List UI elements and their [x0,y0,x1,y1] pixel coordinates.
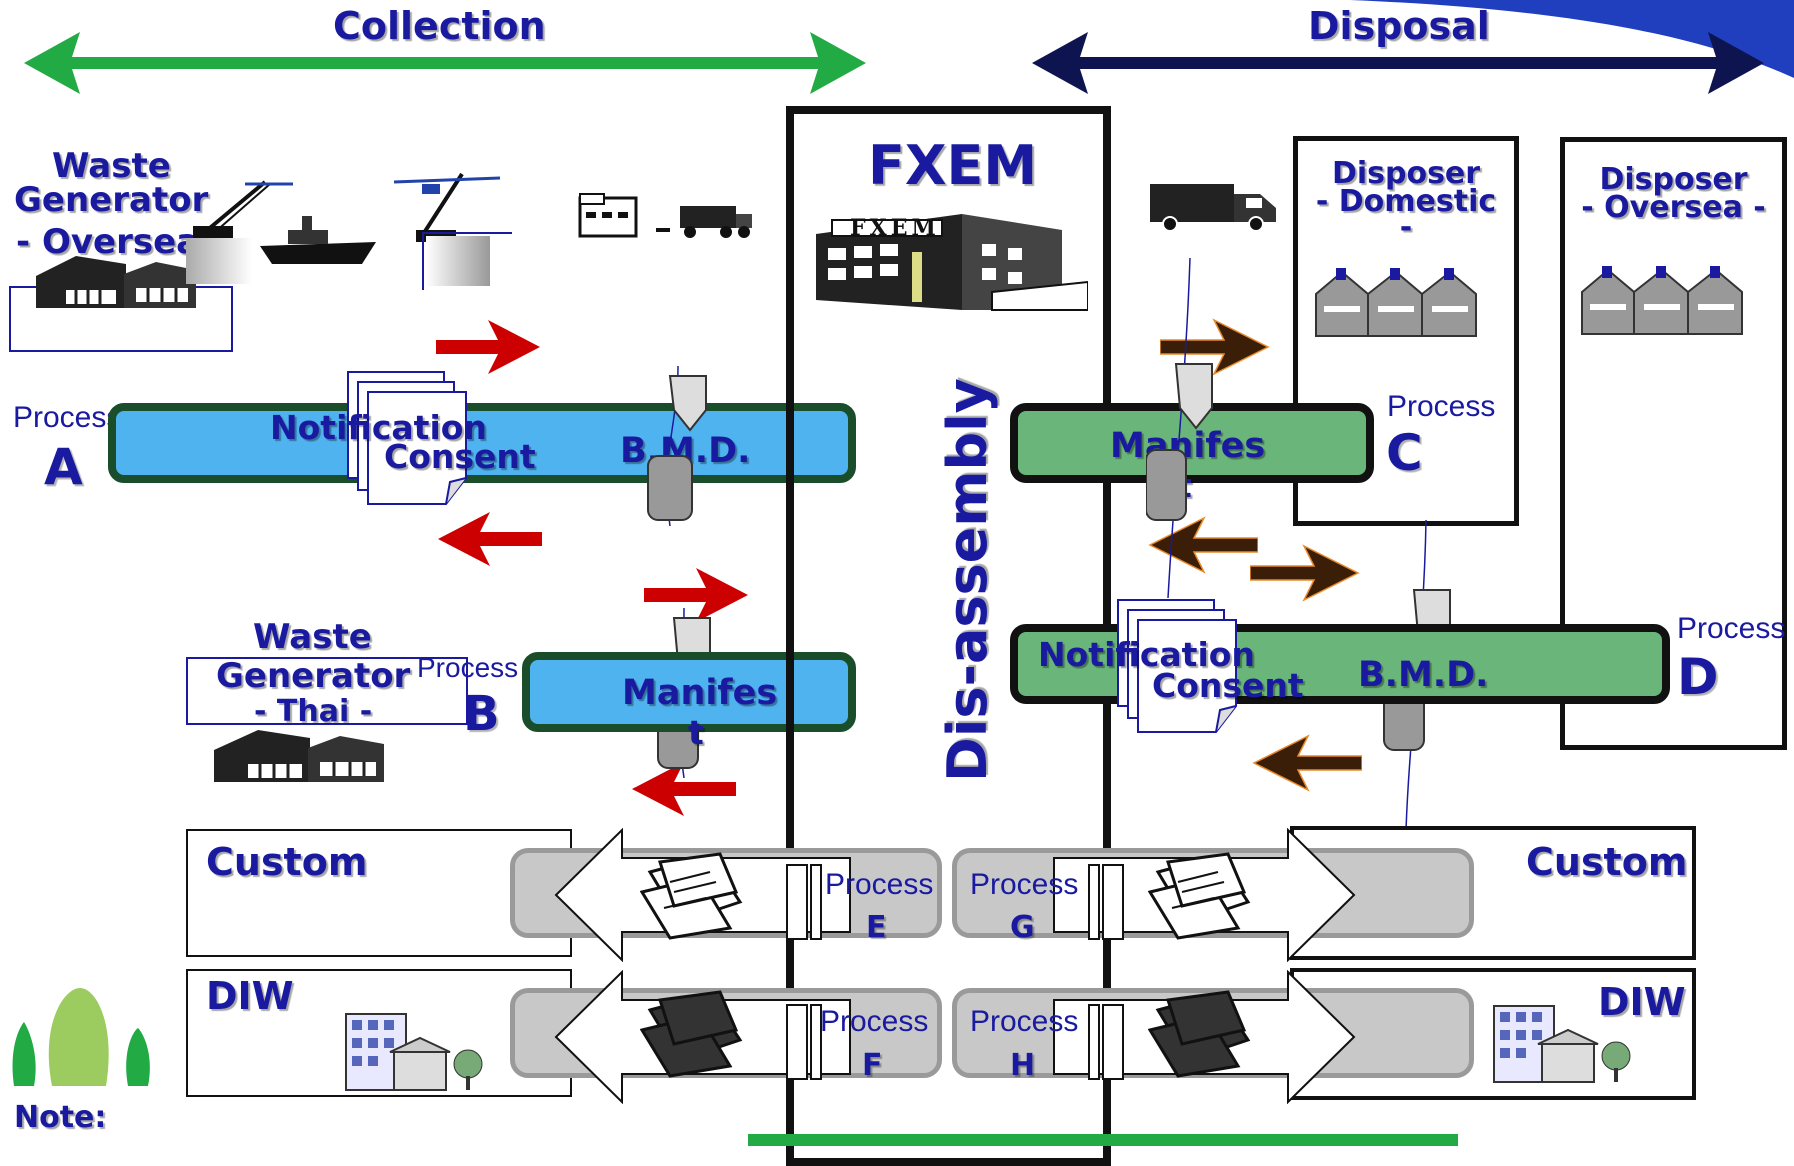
government-building-icon [345,1013,483,1091]
scroll-document-icon [647,366,707,526]
connector-pipe [810,864,822,940]
bar-d-notification: Notification [1038,635,1255,674]
disposer-domestic-line3: - [1399,210,1413,245]
process-a-letter: A [44,438,83,496]
process-d-letter: D [1677,648,1719,706]
delivery-truck-icon [1150,184,1276,232]
ship-icon [260,216,376,264]
bar-a-consent: Consent [384,437,536,476]
government-building-icon [1493,1005,1631,1083]
bar-c-manifest: Manifes [1110,426,1266,466]
waste-generator-oversea-line1: Waste [52,146,171,186]
collection-header: Collection [333,4,546,48]
right-arrow-icon [436,320,540,374]
left-arrow-icon [1252,734,1362,792]
right-arrow-icon [1160,318,1270,376]
waste-generator-thai-line2: Generator [216,656,411,696]
process-b-letter: B [463,686,500,742]
disposer-oversea-line1: Disposer [1599,162,1748,197]
process-a-bar[interactable] [108,403,856,483]
truck-icon [656,206,752,238]
tree-decoration-icon [12,988,150,1086]
process-c-label: Process [1387,390,1496,423]
paper-pile-dark-icon [1148,990,1251,1078]
right-arrow-icon [644,568,748,622]
blur-patch [426,236,490,286]
scroll-document-icon [1146,258,1213,598]
custom-right-label: Custom [1526,840,1688,884]
connector-pipe [786,864,808,940]
bar-a-notification: Notification [270,408,487,447]
bar-b-manifest: Manifes [622,673,778,713]
connector-pipe [810,1004,822,1080]
disposer-domestic-line1: Disposer [1331,156,1481,191]
dis-assembly-label: Dis-assembly [936,378,999,782]
document-stack-icon [347,371,467,505]
paper-pile-dark-icon [640,990,743,1078]
process-e-letter: E [866,910,887,945]
collection-double-arrow [24,32,866,94]
disposer-domestic-line2: - Domestic [1315,184,1497,219]
disposal-double-arrow [1032,32,1764,94]
process-c-letter: C [1386,424,1423,482]
disposer-oversea-line2: - Oversea - [1581,190,1766,225]
process-b-label: Process [417,652,519,683]
left-arrow-icon [1148,516,1258,574]
disposal-header: Disposal [1308,4,1490,48]
process-e-label: Process [825,868,934,901]
waste-generator-thai-frame [186,657,468,725]
custom-left-label: Custom [206,840,368,884]
fxem-logo-text: FXEM [850,215,940,241]
process-b-bar[interactable] [522,652,856,732]
connector-pipe [1088,864,1100,940]
blur-patch [186,238,252,284]
dock-frame [422,232,512,290]
process-h-letter: H [1010,1048,1036,1083]
connector-pipe [786,1004,808,1080]
document-stack-icon [1117,599,1237,733]
diw-left-label: DIW [206,974,294,1018]
connector-pipe [1088,1004,1100,1080]
bar-d-consent: Consent [1152,666,1304,705]
disposer-factory-icon [1315,268,1477,337]
disposer-oversea-frame [1560,137,1787,750]
disposer-factory-icon [1581,266,1743,335]
corner-swoosh-decoration [1350,0,1794,78]
process-f-letter: F [862,1048,883,1083]
paper-pile-icon [640,852,743,940]
waste-generator-oversea-line3: - Oversea [16,222,200,262]
bar-d-bmd: B.M.D. [1358,655,1489,695]
bar-b-manifest-suffix: t [688,713,704,752]
process-g-label: Process [970,868,1079,901]
process-d-label: Process [1677,612,1786,645]
disposer-domestic-frame [1293,136,1519,526]
connector-pipe [1102,864,1124,940]
paper-pile-icon [1148,852,1251,940]
waste-generator-oversea-line2: Generator [14,180,209,220]
bottom-green-rule [748,1134,1458,1146]
warehouse-icon [578,193,638,238]
process-f-label: Process [820,1005,929,1038]
fxem-building-icon [816,214,1088,311]
factory-icon [36,256,196,308]
left-arrow-icon [632,762,736,816]
connector-pipe [1102,1004,1124,1080]
diw-right-label: DIW [1598,980,1686,1024]
fxem-title: FXEM [868,134,1038,197]
process-h-label: Process [970,1005,1079,1038]
factory-icon [214,730,384,782]
waste-generator-thai-line3: - Thai - [254,694,373,729]
note-label: Note: [14,1100,107,1135]
right-arrow-icon [1250,544,1360,602]
left-arrow-icon [438,512,542,566]
process-a-label: Process [13,401,122,434]
process-g-letter: G [1010,910,1035,945]
crane-icon [193,180,293,240]
waste-generator-thai-line1: Waste [253,617,372,657]
